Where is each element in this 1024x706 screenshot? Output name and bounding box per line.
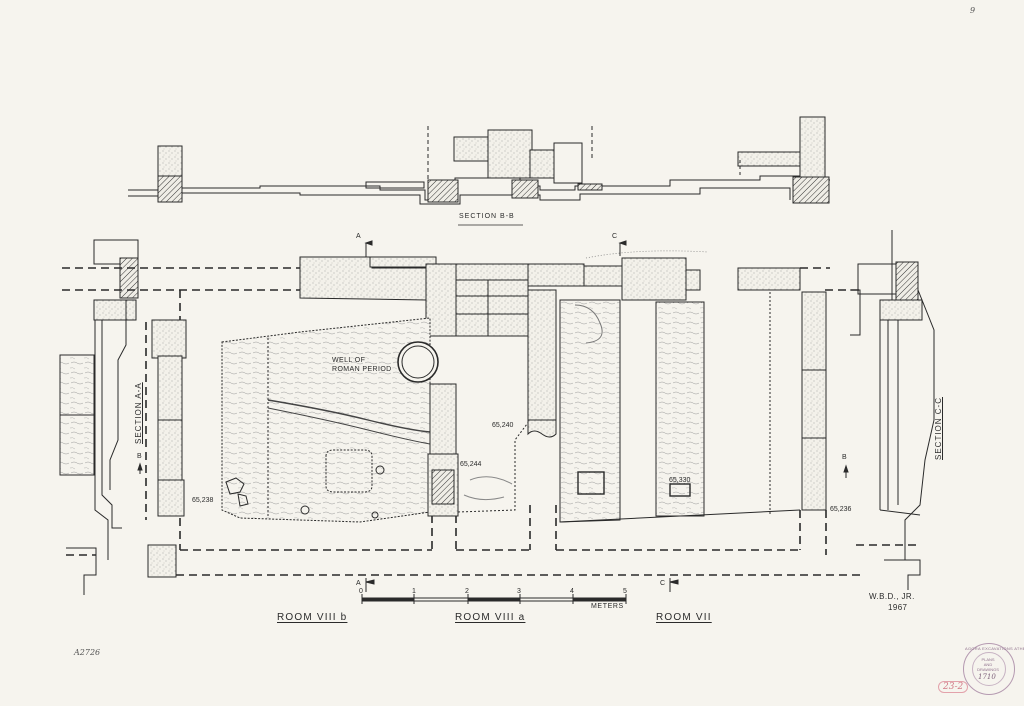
scale-tick-label: 1 — [412, 588, 416, 595]
scale-tick-label: 3 — [517, 588, 521, 595]
marker-c-top: C — [612, 233, 618, 240]
dashed-wall-lines — [62, 267, 920, 576]
room-viiib-floor — [221, 317, 439, 523]
drawing-year: 1967 — [888, 603, 908, 612]
well-label: WELL OF ROMAN PERIOD — [332, 357, 392, 373]
author-credit: W.B.D., JR. — [869, 592, 915, 601]
stamp-ring-text: AGORA EXCAVATIONS ATHENS — [965, 646, 1024, 651]
room-viiia-floor — [456, 335, 531, 513]
room-label-viiib: ROOM VIII b — [277, 612, 348, 623]
marker-a-top: A — [356, 233, 362, 240]
section-cc-title: SECTION C-C — [934, 397, 943, 460]
scale-unit: METERS — [591, 603, 624, 610]
bar-scale — [361, 594, 627, 604]
section-markers — [137, 240, 849, 592]
section-bb-title: SECTION B-B — [459, 213, 515, 220]
elevation-label: 65,238 — [192, 497, 214, 504]
elevation-label: 65,236 — [830, 506, 852, 513]
archive-stamp-inner — [972, 652, 1006, 686]
section-bb-drawing — [128, 116, 830, 205]
stamp-number: 1710 — [978, 673, 996, 681]
elevation-label: 65,330 — [669, 477, 691, 484]
wall-left — [147, 319, 187, 578]
wall-center-east — [527, 289, 580, 510]
stamp-line: PLANS — [981, 657, 995, 662]
scale-tick-label: 0 — [359, 588, 363, 595]
archive-stamp — [963, 643, 1015, 695]
scale-tick-label: 4 — [570, 588, 574, 595]
section-aa-title: SECTION A-A — [134, 382, 143, 444]
wall-center-west — [427, 383, 459, 517]
corner-mark: 9 — [970, 6, 976, 15]
inventory-number: A2726 — [74, 648, 101, 657]
upper-walls — [299, 250, 801, 337]
elevation-label: 65,240 — [492, 422, 514, 429]
marker-c-bottom: C — [660, 580, 666, 587]
wall-right — [801, 291, 827, 511]
elevation-label: 65,244 — [460, 461, 482, 468]
marker-b-left: B — [137, 453, 143, 460]
marker-a-bottom: A — [356, 580, 362, 587]
room-label-viiia: ROOM VIII a — [455, 612, 526, 623]
room-label-vii: ROOM VII — [656, 612, 712, 623]
stamp-line: DRAWINGS — [977, 667, 999, 672]
marker-b-right: B — [842, 454, 848, 461]
section-aa-drawing — [59, 239, 139, 595]
room-vii-floor — [559, 292, 801, 523]
stamp-line: AND — [983, 662, 993, 667]
red-mark: 23-2 — [938, 681, 969, 693]
scale-tick-label: 2 — [465, 588, 469, 595]
section-cc-drawing — [850, 230, 935, 590]
scale-tick-label: 5 — [623, 588, 627, 595]
